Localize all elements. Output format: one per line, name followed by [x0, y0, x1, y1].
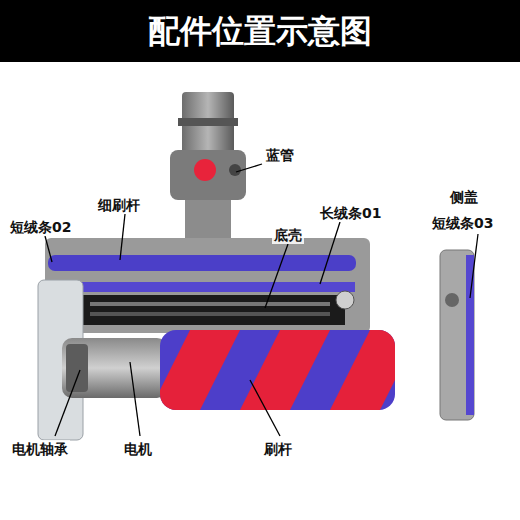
- part-label: 底壳: [272, 226, 304, 244]
- part-label: 侧盖: [448, 188, 480, 206]
- part-label: 短绒条02: [8, 218, 73, 236]
- part-label: 刷杆: [262, 440, 294, 458]
- leader-lines: [45, 164, 478, 436]
- part-label: 电机: [122, 440, 154, 458]
- part-label: 细刷杆: [96, 196, 142, 214]
- part-label: 短绒条03: [430, 214, 495, 232]
- part-label: 长绒条01: [318, 204, 383, 222]
- part-label: 蓝管: [264, 146, 296, 164]
- part-label: 电机轴承: [10, 440, 70, 458]
- title-text: 配件位置示意图: [0, 0, 520, 62]
